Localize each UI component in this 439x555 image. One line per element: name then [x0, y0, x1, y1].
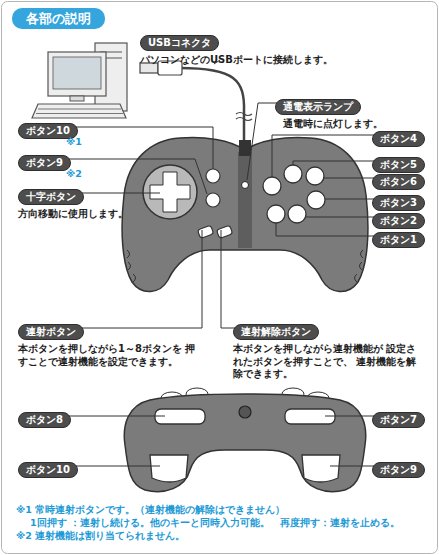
part-callout: ボタン6 — [372, 170, 425, 190]
part-description: 本ボタンを押しながら連射機能が 設定されたボタンを押すことで、 連射機能を解除で… — [233, 343, 423, 381]
part-description: 通電時に点灯します。 — [283, 118, 433, 131]
part-label: ボタン2 — [372, 213, 425, 229]
part-callout: 十字ボタン方向移動に使用します。 — [18, 185, 178, 221]
footnote-mark: ※2 — [66, 168, 82, 180]
part-callout: ボタン3 — [372, 191, 425, 211]
part-label: ボタン9 — [372, 462, 425, 478]
button-10 — [206, 169, 220, 183]
usb-cable — [140, 61, 252, 148]
part-callout: USBコネクタパソコンなどのUSBポートに接続します。 — [140, 31, 430, 67]
button-6 — [306, 167, 324, 185]
part-callout: ボタン8 — [18, 408, 71, 428]
part-label: 十字ボタン — [18, 189, 84, 205]
computer-icon — [32, 43, 127, 118]
cable-socket — [239, 406, 251, 418]
part-label: ボタン4 — [372, 131, 425, 147]
key-row — [36, 113, 123, 114]
key-row — [38, 109, 121, 110]
button-9 — [302, 455, 340, 482]
part-label: USBコネクタ — [140, 35, 219, 51]
leader-line — [40, 230, 202, 328]
part-label: 連射ボタン — [18, 324, 84, 340]
part-callout: 連射解除ボタン本ボタンを押しながら連射機能が 設定されたボタンを押すことで、 連… — [233, 320, 423, 381]
power-lamp — [242, 182, 249, 189]
part-label: ボタン6 — [372, 174, 425, 190]
leader-line — [221, 230, 260, 328]
part-description: パソコンなどのUSBポートに接続します。 — [140, 54, 430, 67]
part-description: 方向移動に使用します。 — [18, 208, 178, 221]
button-1 — [267, 205, 285, 223]
button-5 — [284, 165, 302, 183]
part-callout: ボタン10 — [18, 458, 78, 478]
part-callout: ボタン4 — [372, 127, 425, 147]
part-label: ボタン9 — [18, 155, 71, 171]
controller-front-view — [124, 388, 365, 492]
button-3 — [307, 191, 325, 209]
footnote-mark: ※1 — [66, 136, 82, 148]
part-callout: ボタン9 — [18, 151, 71, 171]
monitor — [48, 52, 106, 96]
screen — [53, 57, 101, 89]
cable-socket — [239, 140, 251, 156]
dpad-cross — [150, 172, 190, 212]
part-description: 本ボタンを押しながら1～8ボタンを 押すことで連射機能を設定できます。 — [18, 343, 203, 368]
part-label: ボタン8 — [18, 412, 71, 428]
turbo-button — [197, 225, 213, 238]
part-label: ボタン5 — [372, 157, 425, 173]
button-4 — [263, 177, 281, 195]
part-label: 通電表示ランプ — [275, 99, 361, 115]
footnote: ※1 常時連射ボタンです。（連射機能の解除はできません） — [16, 504, 285, 516]
part-callout: ボタン1 — [372, 228, 425, 248]
button-10 — [150, 455, 188, 482]
part-label: ボタン10 — [18, 462, 78, 478]
part-callout: 連射ボタン本ボタンを押しながら1～8ボタンを 押すことで連射機能を設定できます。 — [18, 320, 203, 368]
dpad-base — [143, 165, 197, 219]
footnote: 1回押す ：連射し続ける。他のキーと同時入力可能。 再度押す：連射を止める。 — [30, 517, 400, 529]
part-label: ボタン1 — [372, 232, 425, 248]
button-2 — [288, 205, 306, 223]
cable-break — [236, 113, 252, 116]
part-callout: ボタン9 — [372, 458, 425, 478]
part-label: 連射解除ボタン — [233, 324, 319, 340]
controller-body — [124, 394, 365, 492]
part-callout: ボタン7 — [372, 408, 425, 428]
grip-ridges — [127, 250, 363, 282]
part-label: ボタン3 — [372, 195, 425, 211]
cable-break — [236, 118, 252, 121]
part-callout: ボタン2 — [372, 209, 425, 229]
button-9 — [206, 193, 220, 207]
part-callout: ボタン5 — [372, 153, 425, 173]
part-label: ボタン7 — [372, 412, 425, 428]
part-callout: 通電表示ランプ通電時に点灯します。 — [275, 95, 433, 131]
monitor-stand — [70, 96, 84, 101]
keyboard — [32, 104, 126, 118]
title-banner: 各部の説明 — [12, 8, 105, 29]
center-stripe — [238, 152, 252, 248]
cable — [180, 68, 244, 148]
footnote: ※2 連射機能は割り当てられません。 — [16, 530, 185, 542]
turbo-clear-button — [216, 225, 232, 238]
